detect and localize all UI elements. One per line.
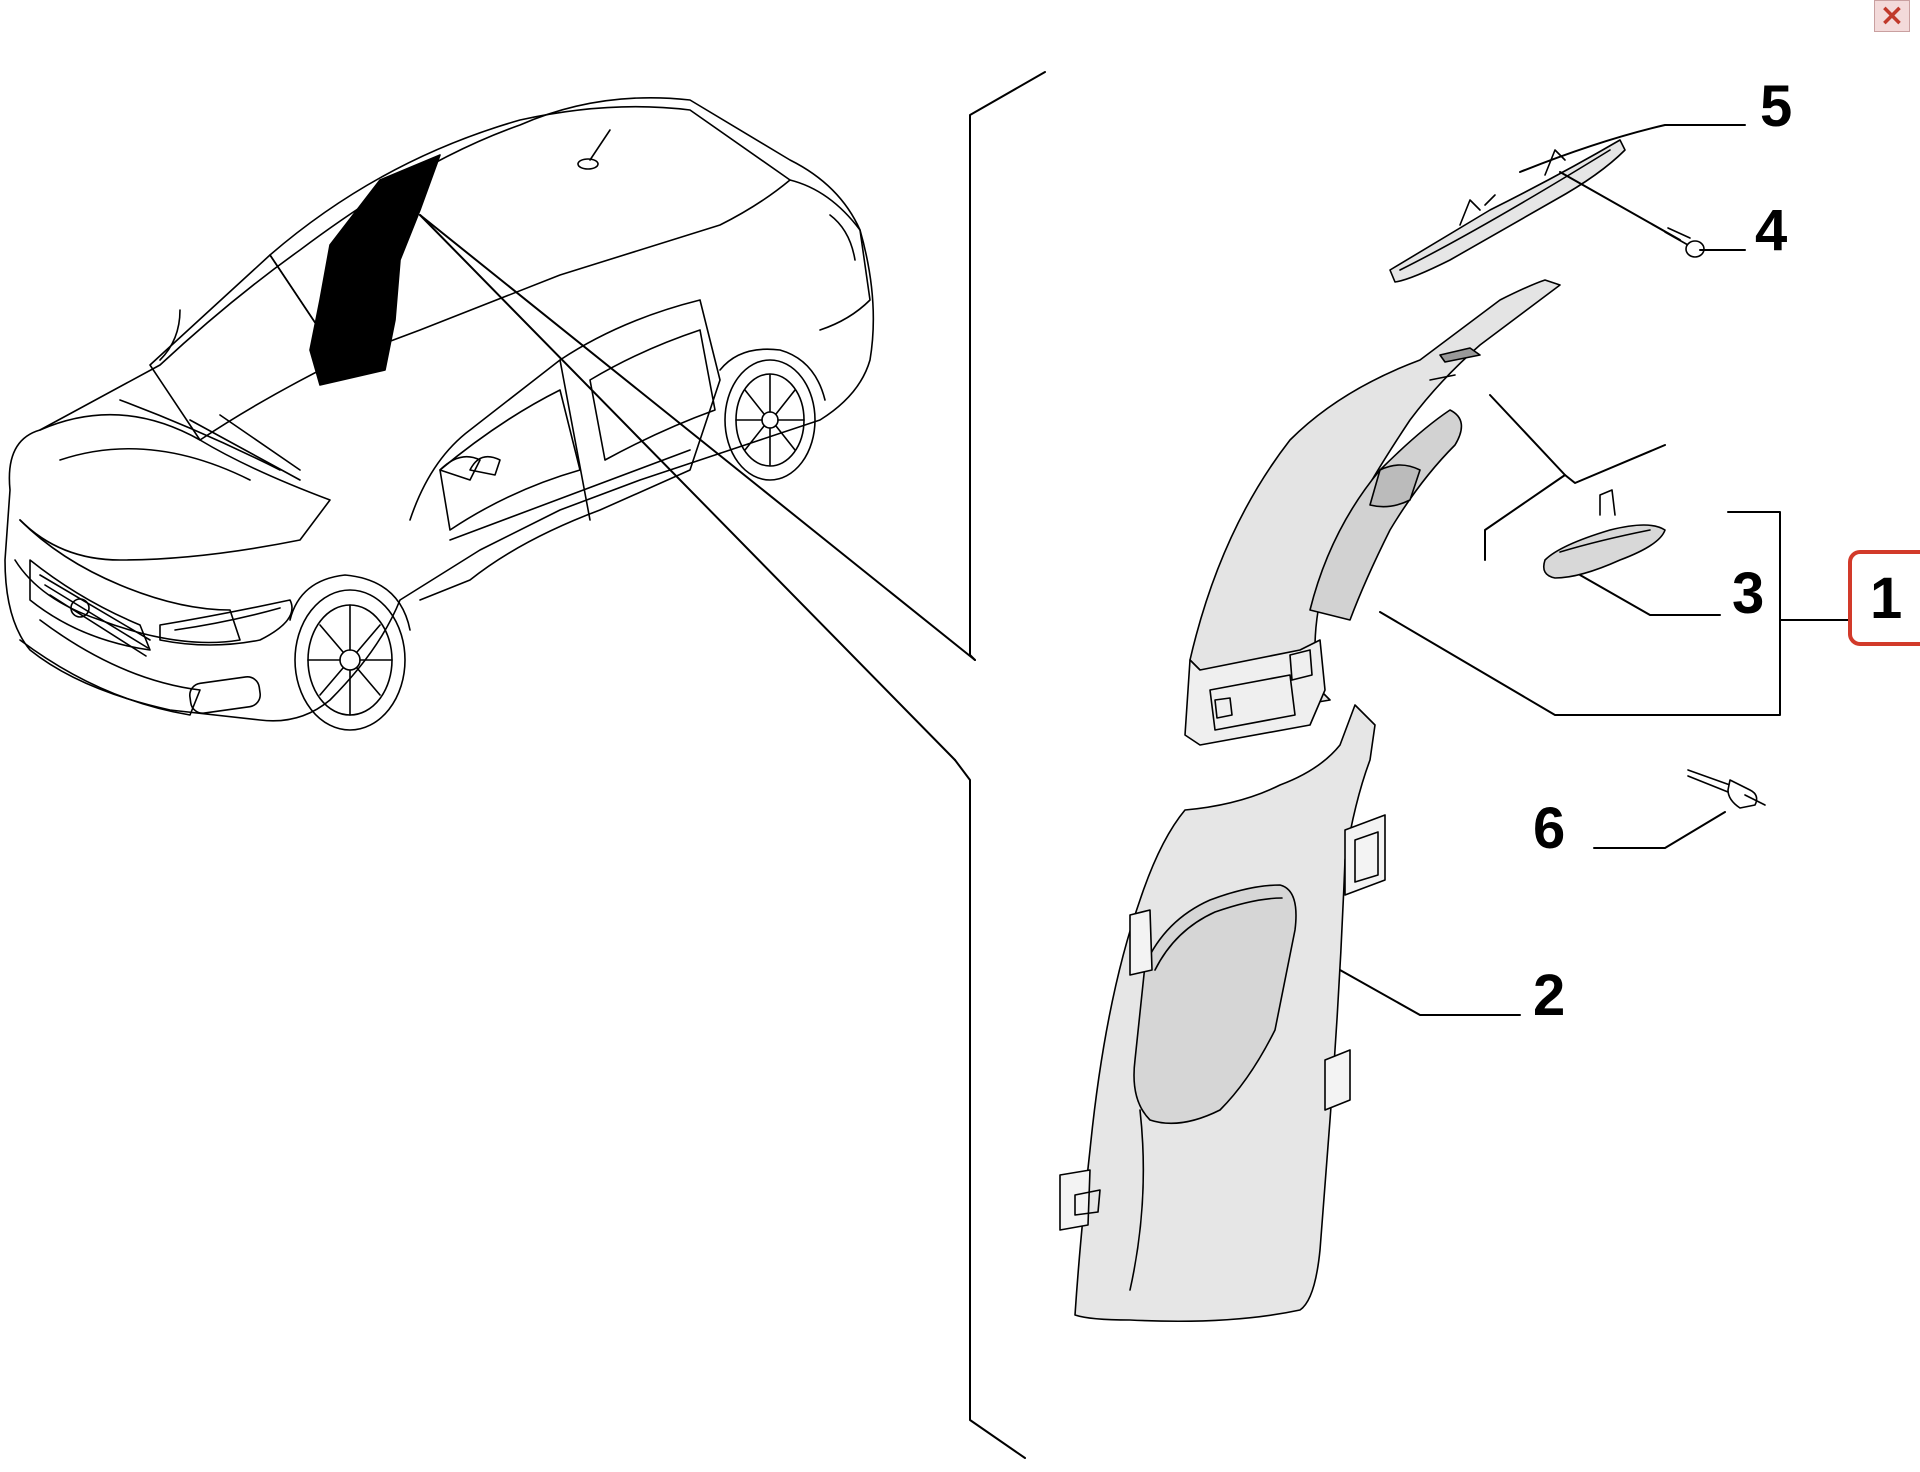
callout-1[interactable]: 1 [1870,566,1903,631]
b-pillar-highlight-shape [309,154,441,386]
callout-4: 4 [1755,198,1788,263]
close-icon: × [1879,0,1905,33]
close-button[interactable]: × [1874,0,1910,32]
part-4-screw [1664,227,1705,258]
callout-leader-lines [1339,124,1851,1016]
part-3-clip-insert [1542,489,1666,579]
part-6-push-clip [1687,769,1766,809]
callout-1-highlight-box [1848,550,1920,646]
part-1-upper-pillar-trim [1184,279,1561,746]
callout-6: 6 [1533,796,1566,861]
callout-2: 2 [1533,963,1566,1028]
callout-3: 3 [1732,561,1765,626]
car-overview-illustration [4,96,875,731]
part-2-lower-pillar-trim [1059,704,1386,1323]
exploded-view-guide-lines [419,71,1046,1459]
callout-5: 5 [1760,74,1793,139]
part-5-upper-trim [1389,139,1626,283]
